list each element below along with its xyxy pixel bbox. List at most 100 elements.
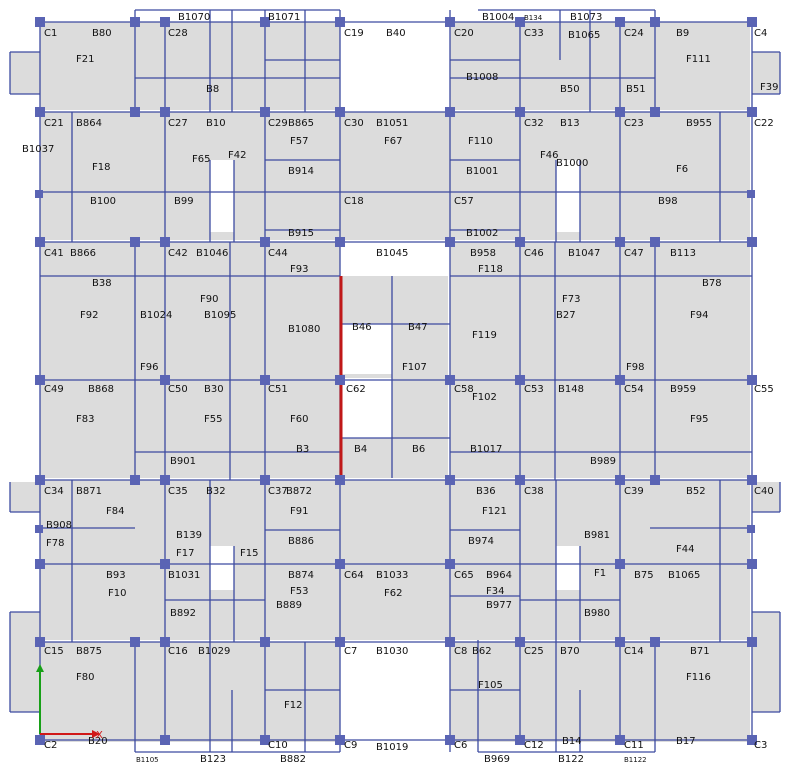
beam-label: B1065 xyxy=(668,570,700,581)
beam-label: B50 xyxy=(560,84,580,95)
column-label: C16 xyxy=(168,646,188,657)
beam-label: B17 xyxy=(676,736,696,747)
beam-label: B47 xyxy=(408,322,428,333)
beam-label: B908 xyxy=(46,520,72,531)
beam-label: B139 xyxy=(176,530,202,541)
beam-label: B51 xyxy=(626,84,646,95)
beam-label: B955 xyxy=(686,118,712,129)
column-label: C10 xyxy=(268,740,288,751)
column-label: C51 xyxy=(268,384,288,395)
slab-label: F55 xyxy=(204,414,222,425)
beam-label: B4 xyxy=(354,444,367,455)
column-label: C6 xyxy=(454,740,467,751)
beam-label: B62 xyxy=(472,646,492,657)
axis-triad: X xyxy=(36,664,103,741)
beam-label: B13 xyxy=(560,118,580,129)
slab-label: F90 xyxy=(200,294,218,305)
column-label: C47 xyxy=(624,248,644,259)
column-label: C25 xyxy=(524,646,544,657)
column-label: C50 xyxy=(168,384,188,395)
column-labels: C1 C2 C3 C4 C7 C9 C10 C11 C12 C14 C15 C1… xyxy=(44,28,774,751)
column-label: C23 xyxy=(624,118,644,129)
slab-label: F105 xyxy=(478,680,503,691)
beam-label: B980 xyxy=(584,608,610,619)
beam-label: B1070 xyxy=(178,12,210,23)
beam-label: B1004 xyxy=(482,12,514,23)
beam-label: B32 xyxy=(206,486,226,497)
beam-label: B46 xyxy=(352,322,372,333)
column-label: C40 xyxy=(754,486,774,497)
beam-label: B1080 xyxy=(288,324,320,335)
column-markers xyxy=(35,17,757,745)
beam-label: B36 xyxy=(476,486,496,497)
slab-label: F121 xyxy=(482,506,507,517)
slab-label: F119 xyxy=(472,330,497,341)
column-label: C35 xyxy=(168,486,188,497)
beam-label: B1000 xyxy=(556,158,588,169)
beam-label: B1122 xyxy=(624,756,647,764)
column-label: C20 xyxy=(454,28,474,39)
beam-label: B959 xyxy=(670,384,696,395)
slab-label: F96 xyxy=(140,362,158,373)
column-label: C37 xyxy=(268,486,288,497)
slab-label: F110 xyxy=(468,136,493,147)
column-label: C29 xyxy=(268,118,288,129)
beam-label: B974 xyxy=(468,536,494,547)
beam-label: B1002 xyxy=(466,228,498,239)
slab-label: F116 xyxy=(686,672,711,683)
column-label: C54 xyxy=(624,384,644,395)
beam-label: B1019 xyxy=(376,742,408,753)
slab-label: F21 xyxy=(76,54,94,65)
beam-label: B71 xyxy=(690,646,710,657)
slab-label: F78 xyxy=(46,538,64,549)
beam-label: B20 xyxy=(88,736,108,747)
beam-label: B1029 xyxy=(198,646,230,657)
slab-label: F18 xyxy=(92,162,110,173)
slab-label: F1 xyxy=(594,568,606,579)
slab-label: F60 xyxy=(290,414,308,425)
slab-label: F98 xyxy=(626,362,644,373)
slab-label: F53 xyxy=(290,586,308,597)
column-label: C11 xyxy=(624,740,644,751)
column-label: C2 xyxy=(44,740,57,751)
column-label: C3 xyxy=(754,740,767,751)
column-label: C33 xyxy=(524,28,544,39)
column-label: C18 xyxy=(344,196,364,207)
beam-label: B80 xyxy=(92,28,112,39)
beam-label: B75 xyxy=(634,570,654,581)
beam-label: B8 xyxy=(206,84,219,95)
beam-label: B901 xyxy=(170,456,196,467)
beam-label: B1071 xyxy=(268,12,300,23)
beam-label: B1017 xyxy=(470,444,502,455)
slab-label: F46 xyxy=(540,150,558,161)
beam-label: B1105 xyxy=(136,756,159,764)
beam-label: B981 xyxy=(584,530,610,541)
slab-label: F67 xyxy=(384,136,402,147)
beam-label: B989 xyxy=(590,456,616,467)
beam-label: B10 xyxy=(206,118,226,129)
column-label: C14 xyxy=(624,646,644,657)
column-label: C4 xyxy=(754,28,767,39)
column-label: C12 xyxy=(524,740,544,751)
beam-label: B1047 xyxy=(568,248,600,259)
beam-label: B872 xyxy=(286,486,312,497)
beam-label: B864 xyxy=(76,118,102,129)
column-label: C21 xyxy=(44,118,64,129)
column-label: C32 xyxy=(524,118,544,129)
beam-label: B1001 xyxy=(466,166,498,177)
beam-label: B1030 xyxy=(376,646,408,657)
column-label: C46 xyxy=(524,248,544,259)
column-label: C15 xyxy=(44,646,64,657)
slab-label: F91 xyxy=(290,506,308,517)
column-label: C22 xyxy=(754,118,774,129)
x-axis-label: X xyxy=(96,730,103,741)
beam-label: B38 xyxy=(92,278,112,289)
slab-label: F17 xyxy=(176,548,194,559)
slab-label: F93 xyxy=(290,264,308,275)
slab-label: F80 xyxy=(76,672,94,683)
beam-label: B871 xyxy=(76,486,102,497)
column-label: C19 xyxy=(344,28,364,39)
slab-label: F111 xyxy=(686,54,711,65)
column-label: C55 xyxy=(754,384,774,395)
